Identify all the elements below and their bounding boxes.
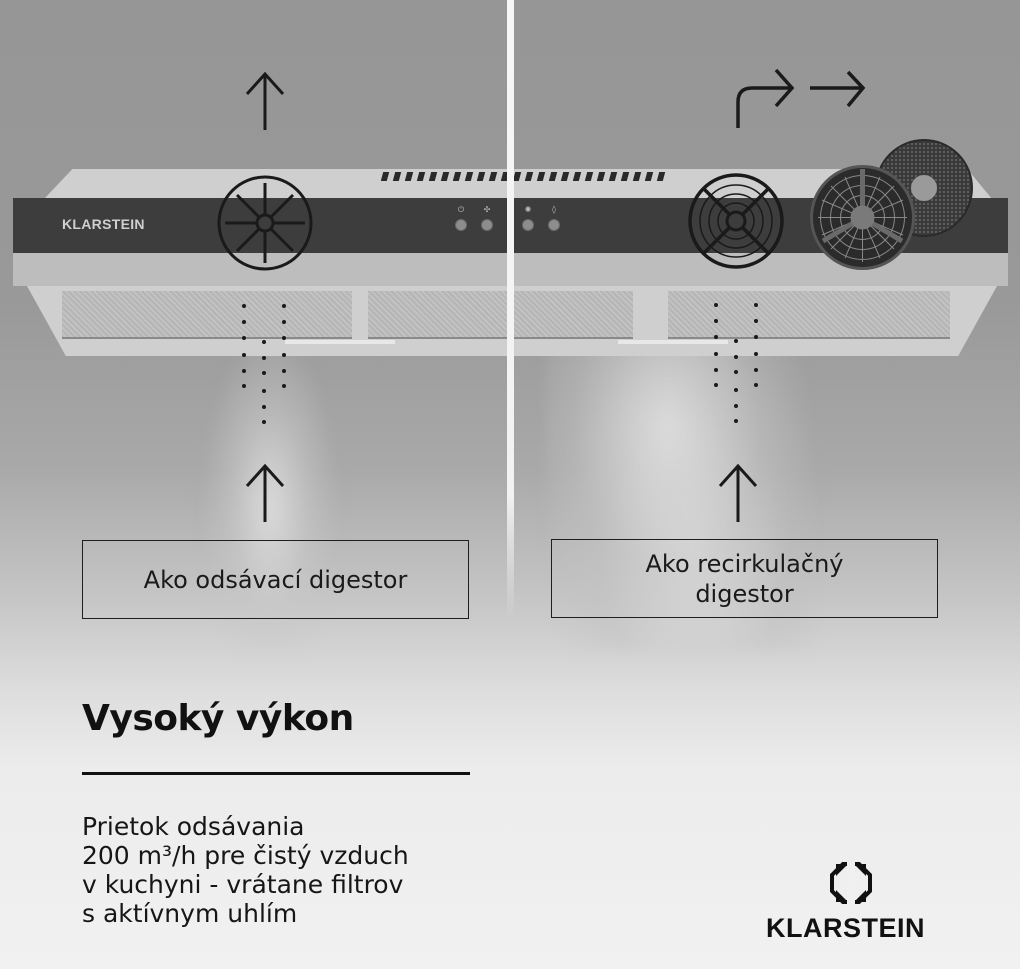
grease-filter [368,291,633,339]
feature-line: s aktívnym uhlím [82,899,298,928]
fan-icon [217,175,313,271]
exhaust-mode-text: Ako odsávací digestor [143,565,408,594]
klarstein-logo-icon [830,862,872,904]
feature-headline: Vysoký výkon [82,698,354,739]
grille-fan-icon [688,173,784,269]
hood-brand-label: KLARSTEIN [62,216,145,232]
feature-line: v kuchyni - vrátane filtrov [82,870,404,899]
fan-speed-icon: ✣ [483,205,491,214]
smoke-left [200,330,340,650]
light-icon: ✺ [524,205,532,214]
recirculation-mode-text-line1: Ako recirkulačný [645,549,844,578]
arrow-up-icon [245,71,285,130]
recirculation-mode-text-line2: digestor [695,579,794,608]
feature-line: Prietok odsávania [82,812,305,841]
hood-controls-right: ✺ ◊ [522,206,560,231]
recirculation-mode-label: Ako recirkulačný digestor [551,539,938,618]
smoke-right [545,330,815,650]
timer-icon: ◊ [552,205,556,214]
arrow-up-icon [718,463,758,522]
power-control: ⏻ [455,206,467,231]
light-control: ✺ [522,206,534,231]
fan-speed-button [481,219,493,231]
timer-control: ◊ [548,206,560,231]
hood-light-strip [285,340,395,344]
headline-rule [82,772,470,775]
grease-filter [62,291,352,339]
timer-button [548,219,560,231]
panel-divider [507,0,514,620]
klarstein-wordmark: KLARSTEIN [766,913,925,943]
power-button [455,219,467,231]
curved-arrow-right-icon [736,68,866,128]
hood-controls-left: ⏻ ✣ [455,206,493,231]
arrow-up-icon [245,463,285,522]
feature-line: 200 m³/h pre čistý vzduch [82,841,409,870]
grease-filter [668,291,950,339]
fan-speed-control: ✣ [481,206,493,231]
feature-description: Prietok odsávania 200 m³/h pre čistý vzd… [82,812,502,928]
carbon-filter-icon [810,165,915,270]
exhaust-mode-label: Ako odsávací digestor [82,540,469,619]
hood-light-strip [618,340,728,344]
power-icon: ⏻ [457,205,465,214]
light-button [522,219,534,231]
hood-vents [380,172,666,181]
